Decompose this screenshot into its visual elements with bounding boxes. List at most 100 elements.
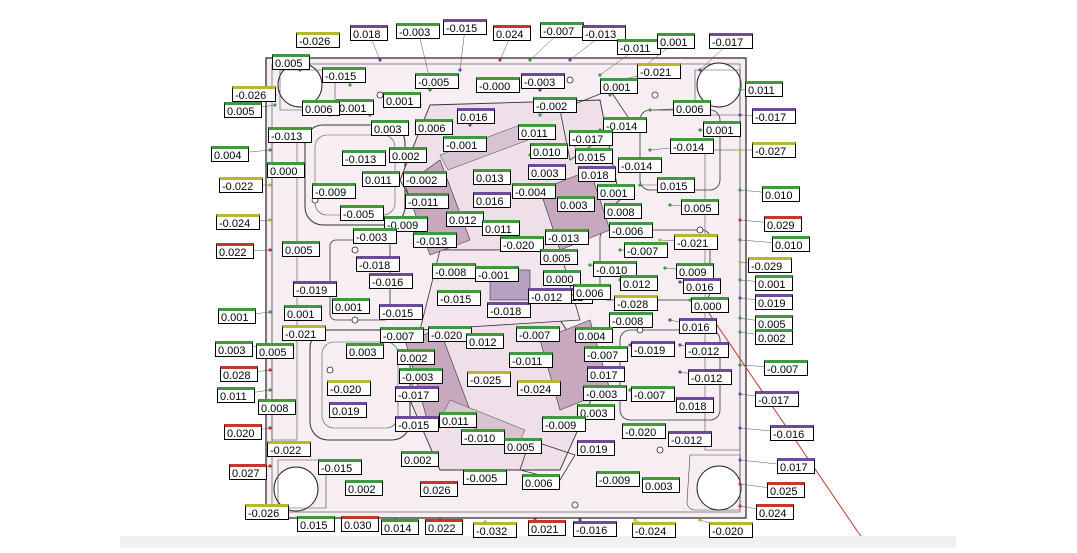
measure-point xyxy=(608,93,612,97)
ejector-hole xyxy=(651,91,659,99)
deviation-label: -0.011 xyxy=(617,39,662,55)
measure-point xyxy=(738,316,742,320)
guide-hole-bottom-left xyxy=(273,466,319,512)
deviation-label: -0.011 xyxy=(405,193,450,209)
measure-point xyxy=(468,123,472,127)
measure-point xyxy=(738,88,742,92)
deviation-label: -0.012 xyxy=(685,342,730,358)
deviation-label: -0.020 xyxy=(500,236,545,252)
deviation-label: 0.001 xyxy=(755,275,793,291)
deviation-label: -0.012 xyxy=(528,288,573,304)
deviation-label: -0.017 xyxy=(752,108,797,124)
deviation-label: -0.002 xyxy=(403,171,448,187)
measure-point xyxy=(538,113,542,117)
deviation-label: -0.007 xyxy=(631,386,676,402)
ejector-hole xyxy=(656,446,664,454)
deviation-label: 0.005 xyxy=(504,438,542,454)
deviation-label: -0.012 xyxy=(668,431,713,447)
deviation-label: 0.018 xyxy=(350,25,388,41)
ejector-hole xyxy=(696,226,704,234)
measure-point xyxy=(688,298,692,302)
deviation-label: -0.028 xyxy=(614,295,659,311)
deviation-label: 0.001 xyxy=(336,99,374,115)
deviation-label: -0.015 xyxy=(322,67,367,83)
deviation-label: -0.015 xyxy=(379,304,424,320)
deviation-label: 0.000 xyxy=(691,297,729,313)
deviation-label: 0.005 xyxy=(540,249,578,265)
deviation-label: -0.025 xyxy=(467,371,512,387)
deviation-label: -0.007 xyxy=(764,360,809,376)
deviation-label: -0.024 xyxy=(216,214,261,230)
deviation-label: 0.019 xyxy=(577,440,615,456)
deviation-label: -0.020 xyxy=(327,380,372,396)
deviation-label: -0.020 xyxy=(428,326,473,342)
deviation-label: -0.013 xyxy=(582,25,627,41)
deviation-label: -0.007 xyxy=(584,346,629,362)
measure-point xyxy=(738,260,742,264)
deviation-label: 0.001 xyxy=(218,308,256,324)
measure-point xyxy=(738,278,742,282)
measure-point xyxy=(268,183,272,187)
deviation-label: 0.021 xyxy=(528,520,566,536)
deviation-label: -0.019 xyxy=(631,341,676,357)
deviation-label: -0.013 xyxy=(413,232,458,248)
deviation-label: 0.008 xyxy=(604,203,642,219)
deviation-label: -0.017 xyxy=(395,386,440,402)
deviation-label: 0.006 xyxy=(302,100,340,116)
deviation-label: -0.008 xyxy=(432,263,477,279)
deviation-label: 0.001 xyxy=(332,298,370,314)
measure-point xyxy=(268,388,272,392)
deviation-label: 0.015 xyxy=(575,148,613,164)
measure-point xyxy=(738,392,742,396)
deviation-label: -0.016 xyxy=(770,425,815,441)
deviation-label: -0.018 xyxy=(356,256,401,272)
deviation-label: -0.021 xyxy=(674,234,719,250)
deviation-label: 0.022 xyxy=(216,243,254,259)
cavity-lower-left xyxy=(309,329,411,441)
measure-point xyxy=(498,58,502,62)
deviation-label: 0.029 xyxy=(764,216,802,232)
deviation-label: 0.028 xyxy=(220,366,258,382)
deviation-label: -0.016 xyxy=(573,521,618,537)
deviation-label: -0.009 xyxy=(312,183,357,199)
measure-point xyxy=(738,504,742,508)
measure-point xyxy=(678,370,682,374)
deviation-label: 0.002 xyxy=(755,329,793,345)
deviation-label: -0.001 xyxy=(443,136,488,152)
measure-point xyxy=(348,83,352,87)
deviation-label: -0.015 xyxy=(437,290,482,306)
deviation-label: -0.017 xyxy=(709,33,754,49)
deviation-label: -0.029 xyxy=(748,257,793,273)
guide-hole-bottom-right xyxy=(696,465,742,511)
measure-point xyxy=(698,128,702,132)
measure-point xyxy=(568,58,572,62)
deviation-label: 0.011 xyxy=(482,220,520,236)
deviation-label: 0.003 xyxy=(577,404,615,420)
deviation-label: -0.010 xyxy=(461,429,506,445)
deviation-label: 0.017 xyxy=(587,366,625,382)
deviation-label: -0.012 xyxy=(688,369,733,385)
deviation-label: 0.012 xyxy=(466,333,504,349)
deviation-label: -0.014 xyxy=(603,117,648,133)
deviation-label: 0.024 xyxy=(493,25,531,41)
deviation-label: 0.027 xyxy=(229,464,267,480)
deviation-label: -0.024 xyxy=(517,380,562,396)
deviation-label: 0.001 xyxy=(703,121,741,137)
deviation-label: -0.002 xyxy=(533,97,578,113)
deviation-label: 0.008 xyxy=(258,399,296,415)
probe-line xyxy=(699,299,863,539)
measure-point xyxy=(698,68,702,72)
deviation-label: 0.001 xyxy=(284,305,322,321)
deviation-label: 0.030 xyxy=(341,516,379,532)
deviation-label: 0.003 xyxy=(371,120,409,136)
deviation-label: -0.020 xyxy=(622,423,667,439)
measure-point xyxy=(738,296,742,300)
ejector-hole xyxy=(351,246,359,254)
deviation-label: 0.016 xyxy=(457,108,495,124)
deviation-label: 0.017 xyxy=(777,458,815,474)
deviation-label: -0.005 xyxy=(463,469,508,485)
deviation-label: 0.003 xyxy=(642,477,680,493)
ejector-hole xyxy=(566,76,574,84)
deviation-label: -0.013 xyxy=(545,229,590,245)
